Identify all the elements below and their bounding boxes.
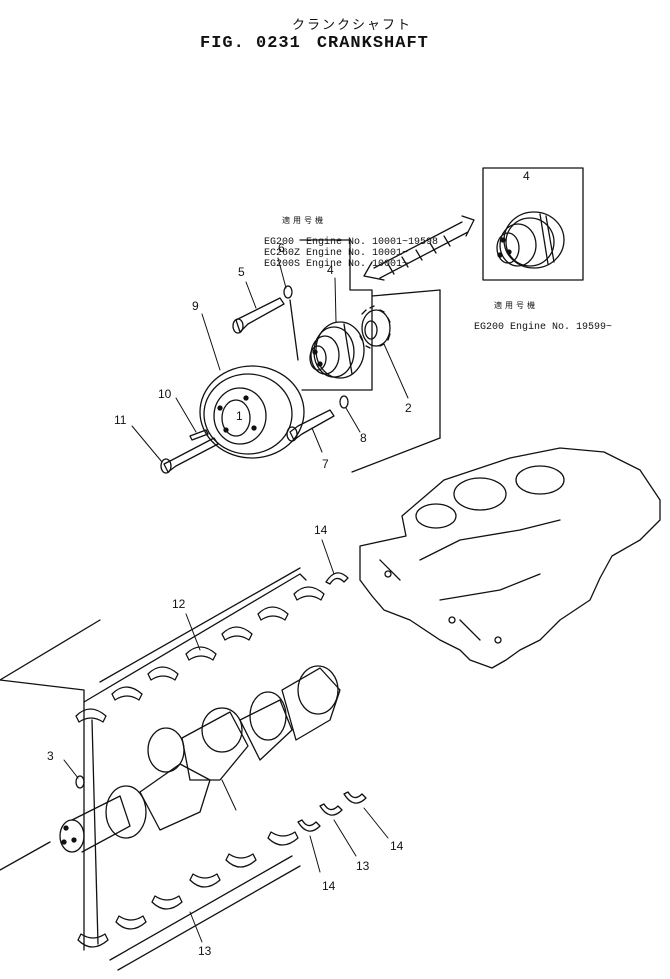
callout-14-right: 14 [390, 839, 404, 853]
callout-5: 5 [238, 265, 245, 279]
callout-13: 13 [356, 859, 370, 873]
pulley-alt-box [482, 167, 584, 281]
gear-bolt [286, 409, 335, 442]
applicability-heading: 適用号機 [494, 301, 538, 310]
gear-washer [339, 395, 349, 409]
callout-10: 10 [158, 387, 172, 401]
lower-main-bearings [77, 831, 301, 971]
pulley-bolt [232, 297, 285, 334]
callout-6: 6 [278, 241, 285, 255]
applicability-line: EG200S Engine No. 10001~ [264, 259, 409, 270]
dowel-pin [189, 429, 209, 441]
callout-numbers: 1 2 3 4 4 5 6 7 8 9 10 11 12 13 13 14 14… [47, 169, 530, 958]
callout-9: 9 [192, 299, 199, 313]
thrust-washer-upper [325, 572, 349, 585]
applicability-note-late: 適用号機 EG200 Engine No. 19599~ [450, 278, 612, 344]
damper-bolt [160, 437, 219, 474]
callout-1: 1 [236, 409, 243, 423]
callout-4: 4 [327, 263, 334, 277]
engine-block [359, 447, 661, 669]
crank-gear [359, 305, 391, 349]
bolt-washer [283, 285, 293, 299]
callout-2: 2 [405, 401, 412, 415]
applicability-line: EC260Z Engine No. 10001~ [264, 248, 409, 259]
figure-name: CRANKSHAFT [316, 34, 429, 53]
crank-pulley [309, 321, 365, 379]
upper-main-bearings [75, 567, 325, 723]
applicability-note-early: 適用号機 EG200 Engine No. 10001~19598 EC260Z… [240, 193, 438, 281]
crankshaft [59, 665, 341, 853]
bearing-brackets [0, 619, 101, 951]
thrust-washers-lower [297, 791, 367, 832]
pulley-alt [496, 211, 565, 269]
figure-title: FIG. 0231 CRANKSHAFT [200, 34, 429, 53]
callout-8: 8 [360, 431, 367, 445]
woodruff-key [75, 775, 85, 789]
title-japanese: クランクシャフト [292, 18, 413, 33]
callout-12: 12 [172, 597, 186, 611]
callout-3: 3 [47, 749, 54, 763]
applicability-heading: 適用号機 [282, 216, 326, 225]
assembly-bracket [289, 239, 441, 473]
callout-14-lower: 14 [322, 879, 336, 893]
applicability-line: EG200 Engine No. 19599~ [474, 322, 613, 333]
callout-14: 14 [314, 523, 328, 537]
callout-4-alt: 4 [523, 169, 530, 183]
figure-number: FIG. 0231 [200, 34, 301, 53]
interchange-arrow [363, 215, 475, 281]
callout-13-lower: 13 [198, 944, 212, 958]
callout-11: 11 [114, 413, 127, 427]
applicability-line: EG200 Engine No. 10001~19598 [264, 237, 439, 248]
callout-7: 7 [322, 457, 329, 471]
vibration-damper [199, 365, 305, 459]
leader-lines [63, 257, 409, 943]
